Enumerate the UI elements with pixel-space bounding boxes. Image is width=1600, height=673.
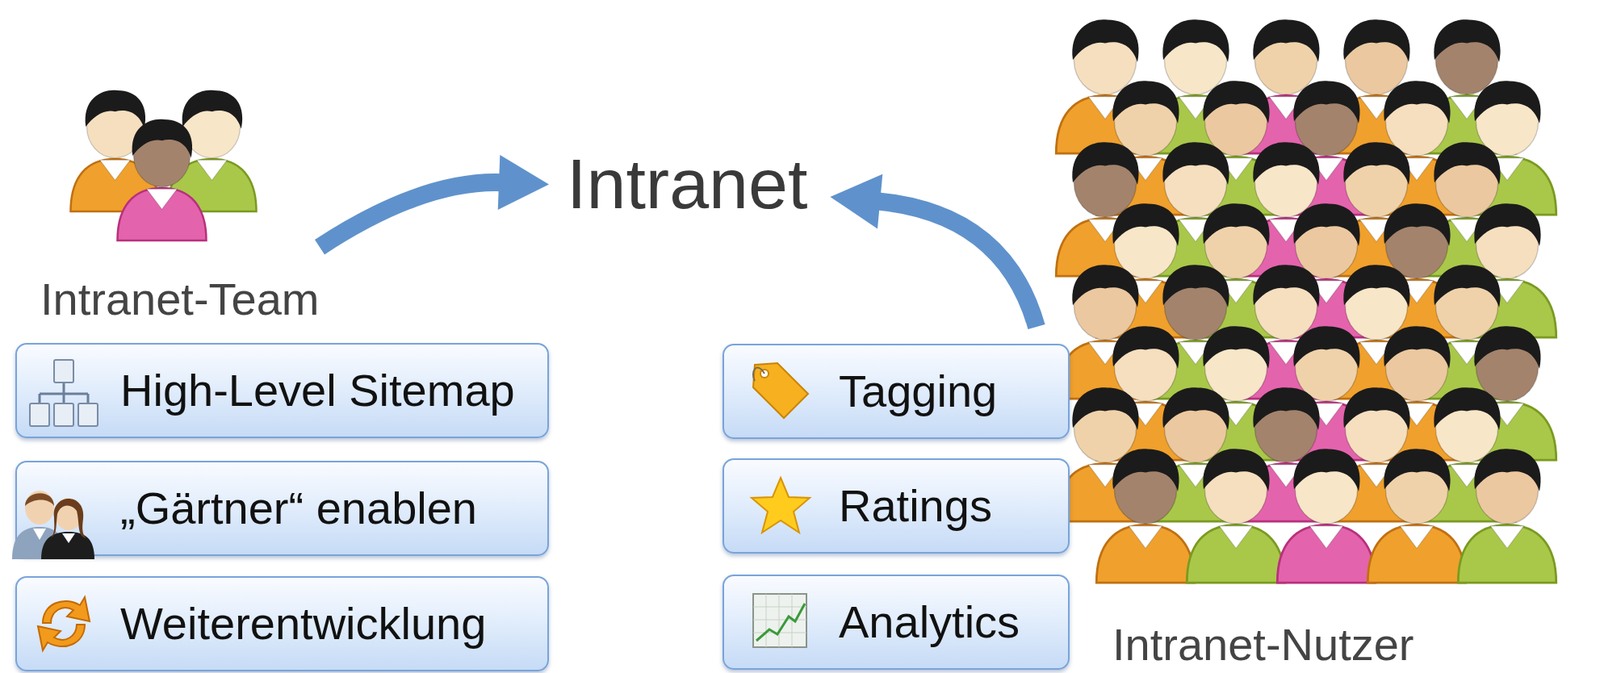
group-label: Intranet-Team — [40, 274, 320, 325]
feature-box: Tagging — [722, 343, 1070, 440]
feature-box: Weiterentwicklung — [15, 576, 549, 672]
box-icon — [8, 478, 98, 563]
person-figure — [117, 119, 207, 241]
feature-box: High-Level Sitemap — [15, 343, 549, 439]
center-node: Intranet — [566, 145, 808, 224]
box-label: Ratings — [838, 481, 993, 532]
box-label: Analytics — [838, 597, 1020, 648]
box-label: „Gärtner“ enablen — [120, 483, 478, 534]
box-icon — [25, 353, 103, 435]
people-group: Intranet-Nutzer — [1046, 0, 1600, 673]
box-icon — [748, 589, 813, 658]
feature-box: Ratings — [722, 458, 1070, 554]
center-label: Intranet — [566, 145, 808, 224]
flow-arrow — [829, 174, 1037, 327]
box-label: Weiterentwicklung — [120, 598, 486, 650]
box-label: Tagging — [838, 366, 997, 417]
group-label: Intranet-Nutzer — [1112, 619, 1415, 671]
box-label: High-Level Sitemap — [120, 365, 516, 416]
people-group: Intranet-Team — [40, 76, 323, 336]
person-figure — [1096, 448, 1194, 583]
person-figure — [1277, 448, 1375, 583]
feature-box: Analytics — [722, 574, 1070, 671]
crowd-illustration — [1046, 0, 1600, 673]
box-icon — [748, 356, 813, 425]
person-figure — [1367, 448, 1466, 583]
box-icon — [31, 587, 97, 664]
feature-box: „Gärtner“ enablen — [15, 460, 549, 557]
person-figure — [1457, 448, 1556, 583]
box-icon — [748, 473, 813, 541]
person-figure — [1186, 448, 1285, 583]
flow-arrow — [319, 154, 549, 248]
